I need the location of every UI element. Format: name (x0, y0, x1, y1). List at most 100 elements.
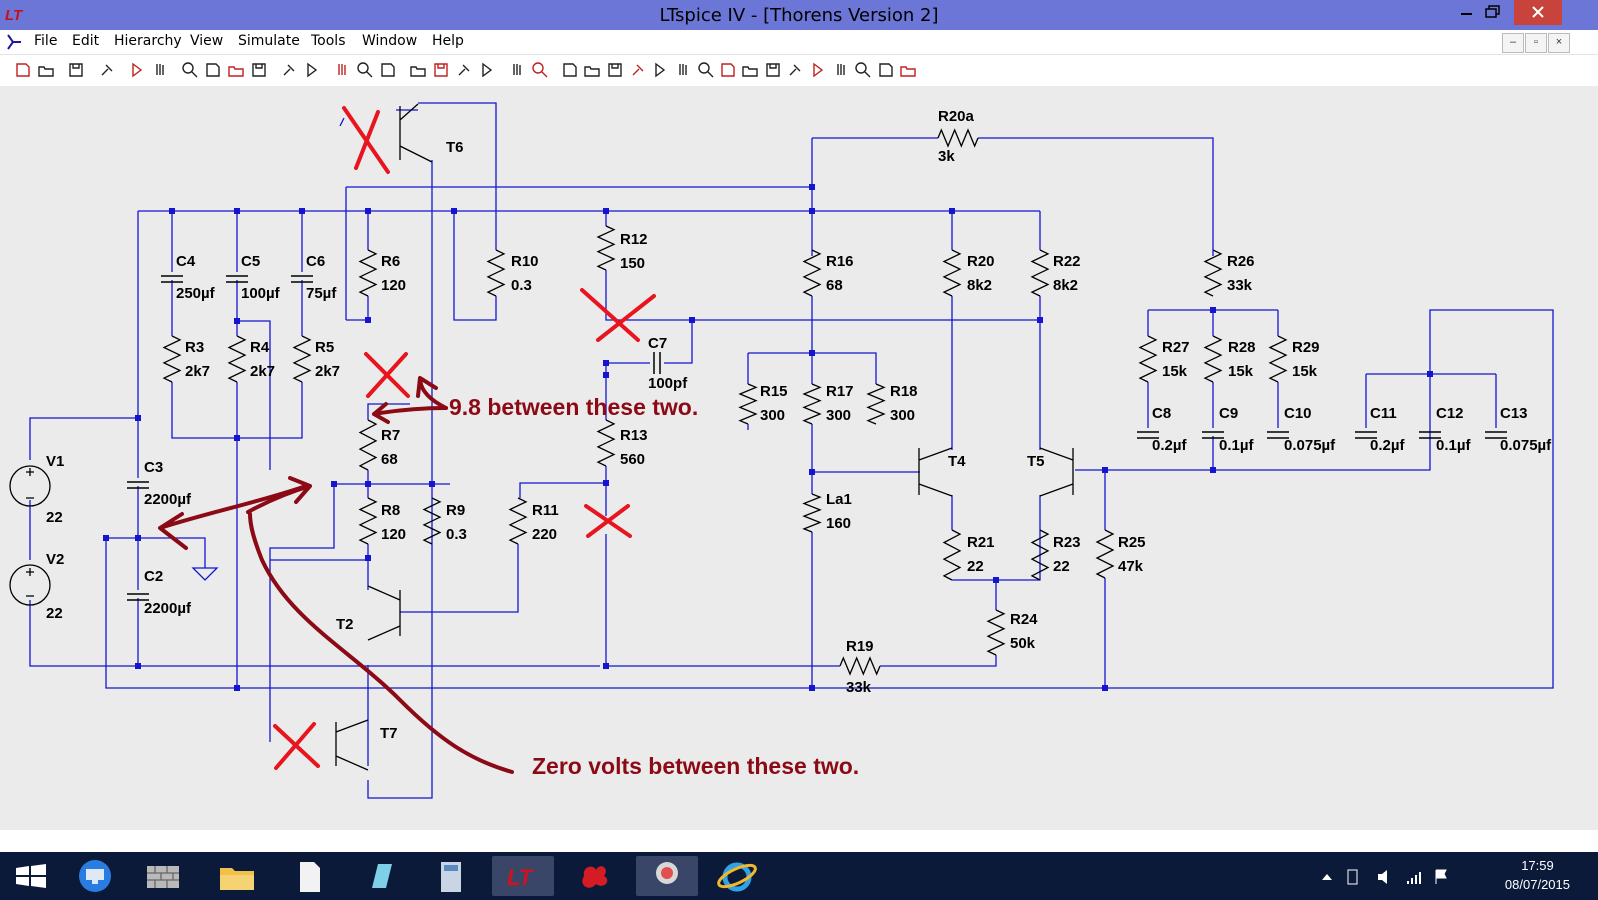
halt-icon[interactable] (151, 61, 169, 79)
rotate-icon[interactable] (832, 61, 850, 79)
menu-edit[interactable]: Edit (72, 33, 100, 49)
resistor-r4-symbol[interactable] (227, 335, 247, 383)
save-icon[interactable] (67, 61, 85, 79)
mdi-minimize-icon[interactable]: – (1502, 33, 1524, 53)
resistor-r28-symbol[interactable] (1203, 335, 1223, 383)
menu-hierarchy[interactable]: Hierarchy (114, 33, 182, 49)
calculator-icon[interactable] (420, 856, 482, 896)
resistor-r21-symbol[interactable] (942, 529, 962, 581)
menu-window[interactable]: Window (362, 33, 418, 49)
cascade-icon[interactable] (379, 61, 397, 79)
close-icon[interactable] (1514, 0, 1562, 25)
capacitor-c9-symbol[interactable] (1202, 431, 1224, 439)
tile-vertical-icon[interactable] (356, 61, 374, 79)
remote-desktop-icon[interactable] (64, 856, 126, 896)
paint-splash-icon[interactable] (564, 856, 626, 896)
resistor-r3-symbol[interactable] (162, 335, 182, 383)
capacitor-c7-symbol[interactable] (653, 352, 661, 374)
minimize-icon[interactable] (1446, 0, 1488, 25)
inductor-icon[interactable] (674, 61, 692, 79)
mdi-close-icon[interactable]: × (1548, 33, 1570, 53)
capacitor-c3-symbol[interactable] (127, 481, 149, 489)
restore-icon[interactable] (1472, 0, 1514, 25)
drag-icon[interactable] (764, 61, 782, 79)
copy-icon[interactable] (432, 61, 450, 79)
tile-horizontal-icon[interactable] (333, 61, 351, 79)
diode-icon[interactable] (697, 61, 715, 79)
resistor-r24-symbol[interactable] (986, 609, 1006, 656)
open-icon[interactable] (37, 61, 55, 79)
system-tray[interactable] (1318, 866, 1448, 888)
redo-icon[interactable] (809, 61, 827, 79)
resistor-r25-symbol[interactable] (1095, 529, 1115, 579)
print-preview-icon[interactable] (508, 61, 526, 79)
resistor-r16-symbol[interactable] (802, 249, 822, 297)
schematic-drawing[interactable]: T6R20a3kC4250µfC5100µfC675µfR6120R100.3R… (0, 86, 1598, 830)
pan-icon[interactable] (204, 61, 222, 79)
resistor-r26-symbol[interactable] (1203, 249, 1223, 297)
resistor-r9-symbol[interactable] (422, 497, 442, 545)
taskbar-clock[interactable]: 17:59 08/07/2015 (1505, 856, 1570, 894)
resistor-r6-symbol[interactable] (358, 249, 378, 297)
resistor-r29-symbol[interactable] (1268, 335, 1288, 383)
resistor-r27-symbol[interactable] (1138, 335, 1158, 383)
capacitor-icon[interactable] (651, 61, 669, 79)
resistor-r8-symbol[interactable] (358, 497, 378, 545)
capacitor-c10-symbol[interactable] (1267, 431, 1289, 439)
resistor-r10-symbol[interactable] (486, 249, 506, 297)
resistor-r15-symbol[interactable] (738, 383, 758, 425)
capacitor-c11-symbol[interactable] (1355, 431, 1377, 439)
capacitor-c8-symbol[interactable] (1137, 431, 1159, 439)
capacitor-c2-symbol[interactable] (127, 593, 149, 601)
capacitor-c12-symbol[interactable] (1419, 431, 1441, 439)
resistor-r22-symbol[interactable] (1030, 249, 1050, 297)
label-net-icon[interactable] (606, 61, 624, 79)
file-explorer-icon[interactable] (206, 856, 268, 896)
ltspice-icon[interactable]: LT (492, 856, 554, 896)
resistor-icon[interactable] (629, 61, 647, 79)
spice-directive-icon[interactable] (899, 61, 917, 79)
menu-view[interactable]: View (190, 33, 224, 49)
move-icon[interactable] (741, 61, 759, 79)
notepad-icon[interactable] (278, 856, 340, 896)
zoom-in-icon[interactable] (181, 61, 199, 79)
resistor-r19-symbol[interactable] (839, 656, 881, 676)
ltspice-app-icon[interactable]: LT (3, 3, 25, 25)
component-icon[interactable] (719, 61, 737, 79)
autorange-icon[interactable] (280, 61, 298, 79)
cut-icon[interactable] (409, 61, 427, 79)
draw-wire-icon[interactable] (561, 61, 579, 79)
menu-tools[interactable]: Tools (311, 33, 346, 49)
zoom-out-icon[interactable] (227, 61, 245, 79)
capacitor-c6-symbol[interactable] (291, 275, 313, 283)
resistor-r12-symbol[interactable] (596, 225, 616, 271)
resistor-r23-symbol[interactable] (1030, 529, 1050, 581)
resistor-r11-symbol[interactable] (508, 497, 528, 545)
menu-help[interactable]: Help (432, 33, 464, 49)
undo-icon[interactable] (786, 61, 804, 79)
capacitor-c5-symbol[interactable] (226, 275, 248, 283)
internet-explorer-icon[interactable] (706, 856, 768, 896)
resistor-r5-symbol[interactable] (292, 335, 312, 383)
menu-simulate[interactable]: Simulate (238, 33, 300, 49)
visible-traces-icon[interactable] (303, 61, 321, 79)
start-icon[interactable] (0, 856, 62, 896)
resistor-r17-symbol[interactable] (802, 383, 822, 425)
firewall-icon[interactable] (132, 856, 194, 896)
print-icon[interactable] (531, 61, 549, 79)
control-panel-icon[interactable] (98, 61, 116, 79)
new-schematic-icon[interactable] (14, 61, 32, 79)
resistor-r18-symbol[interactable] (866, 383, 886, 425)
resistor-r7-symbol[interactable] (358, 419, 378, 471)
find-icon[interactable] (478, 61, 496, 79)
text-icon[interactable] (877, 61, 895, 79)
run-icon[interactable] (128, 61, 146, 79)
ground-icon[interactable] (583, 61, 601, 79)
capacitor-c13-symbol[interactable] (1485, 431, 1507, 439)
tablet-icon[interactable] (348, 856, 410, 896)
menu-file[interactable]: File (34, 33, 58, 49)
snipping-tool-icon[interactable] (636, 856, 698, 896)
resistor-r20-symbol[interactable] (942, 249, 962, 297)
mirror-icon[interactable] (854, 61, 872, 79)
